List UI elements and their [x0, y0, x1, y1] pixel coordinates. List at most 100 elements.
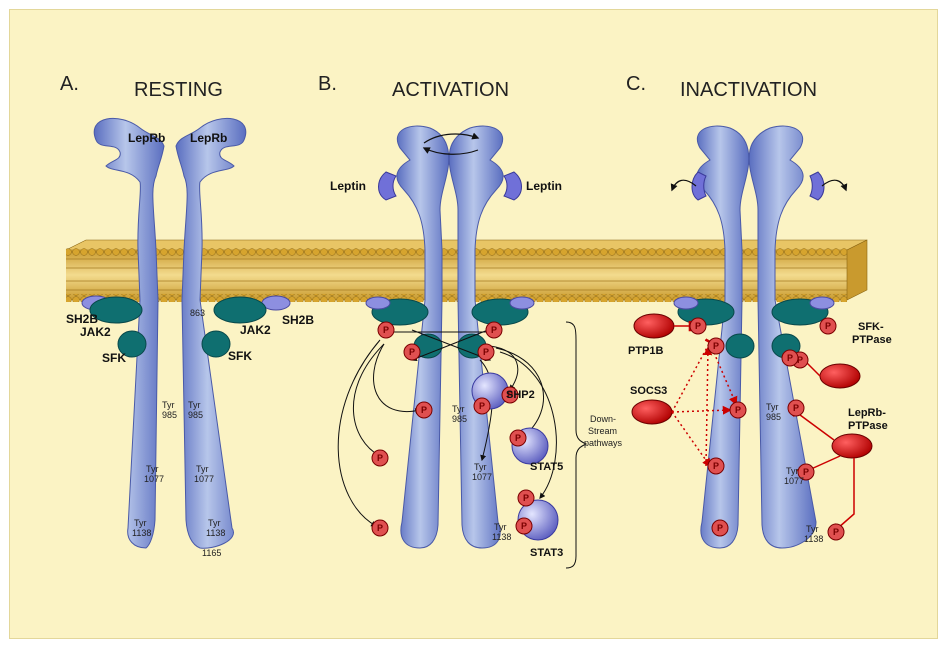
num-985-left: 985: [162, 410, 177, 420]
phosphate-label-6: P: [377, 523, 383, 533]
downstream-label-3: pathways: [584, 438, 623, 448]
leprb-ptpase-label-2: PTPase: [848, 420, 888, 432]
phosphate-5: [371, 449, 389, 467]
panel-a-receptor-left: [93, 117, 165, 549]
socs3-dotted-arrows: [671, 338, 738, 468]
phosphate-label-17: P: [797, 355, 803, 365]
ptp1b-label: PTP1B: [628, 345, 664, 357]
phosphate-4: [415, 401, 433, 419]
phosphate-11: [473, 397, 491, 415]
tyr-985-left: Tyr: [162, 400, 175, 410]
y863-label: 863: [190, 308, 205, 318]
jak2-label-right: JAK2: [240, 323, 271, 337]
leptin-right: [503, 171, 522, 201]
panel-b-letter: B.: [318, 73, 337, 95]
phosphate-13: [729, 401, 747, 419]
leptin-label-left: Leptin: [330, 179, 366, 193]
downstream-label-1: Down-: [590, 414, 616, 424]
panel-a-jak2-left: [89, 296, 143, 324]
phosphate-21: [781, 349, 799, 367]
phosphate-label-19: P: [803, 467, 809, 477]
phosphate-label-2: P: [409, 347, 415, 357]
num-1077-left: 1077: [144, 474, 164, 484]
phosphate-22: [707, 337, 725, 355]
phosphate-19: [797, 463, 815, 481]
shp2-label: SHP2: [506, 389, 535, 401]
downstream-label-2: Stream: [588, 426, 617, 436]
tyr-1138-right: Tyr: [208, 518, 221, 528]
socs3-label: SOCS3: [630, 385, 667, 397]
tyr-1077-c: Tyr: [786, 466, 799, 476]
phosphate-9: [517, 489, 535, 507]
leptin-slot-right: [809, 171, 825, 201]
inhibitor-enzymes: [631, 313, 873, 459]
tyr-1077-left: Tyr: [146, 464, 159, 474]
panel-b-title: ACTIVATION: [392, 79, 509, 101]
tyr-1077-right: Tyr: [196, 464, 209, 474]
panel-a-jak2-right: [213, 296, 267, 324]
sh2b-label-right: SH2B: [282, 313, 314, 327]
num-1138-b: 1138: [492, 532, 511, 542]
num-1077-b: 1077: [472, 472, 492, 482]
num-1077-c: 1077: [784, 476, 804, 486]
phosphate-label-18: P: [793, 403, 799, 413]
panel-a-receptor-right: [175, 117, 247, 549]
phosphate-label-10: P: [521, 521, 527, 531]
tyr-1138-b: Tyr: [494, 522, 507, 532]
phosphate-label-21: P: [787, 353, 793, 363]
panel-a-sfk-right: [201, 330, 231, 358]
tyr-1138-left: Tyr: [134, 518, 147, 528]
brace-downstream: [565, 321, 588, 569]
phosphate-label-15: P: [717, 523, 723, 533]
sh2b-label-left: SH2B: [66, 312, 98, 326]
panel-b-sh2b-left: [365, 296, 391, 310]
tyr-985-b: Tyr: [452, 404, 465, 414]
num-1165: 1165: [202, 548, 221, 558]
dissociation-arrows: [670, 179, 848, 192]
num-1077-right: 1077: [194, 474, 214, 484]
sfk-label-right: SFK: [228, 349, 252, 363]
panel-a-title: RESTING: [134, 79, 223, 101]
num-985-b: 985: [452, 414, 467, 424]
phosphate-label-11: P: [479, 401, 485, 411]
phosphate-label-12: P: [695, 321, 701, 331]
tyr-1138-c: Tyr: [806, 524, 819, 534]
num-985-c: 985: [766, 412, 781, 422]
leprb-label-left: LepRb: [128, 131, 165, 145]
phosphate-label-7: P: [507, 390, 513, 400]
phosphate-15: [711, 519, 729, 537]
phosphate-1: [485, 321, 503, 339]
leptin-left: [378, 171, 397, 201]
panel-c-receptor-right: [748, 125, 817, 549]
phosphate-label-13: P: [735, 405, 741, 415]
panel-a-letter: A.: [60, 73, 79, 95]
phosphate-label-3: P: [483, 347, 489, 357]
phosphate-label-8: P: [515, 433, 521, 443]
signal-arrows: [337, 329, 557, 527]
phosphate-18: [787, 399, 805, 417]
num-1138-right: 1138: [206, 528, 225, 538]
phosphate-20: [827, 523, 845, 541]
leprb-ptpase-label-1: LepRb-: [848, 407, 886, 419]
stat3-label: STAT3: [530, 547, 563, 559]
phosphate-label-0: P: [383, 325, 389, 335]
phosphate-label-22: P: [713, 341, 719, 351]
leptin-slot-left: [691, 171, 707, 201]
phosphate-14: [707, 457, 725, 475]
phosphate-0: [377, 321, 395, 339]
rotation-arrows: [422, 132, 480, 155]
panel-c-sfk-left: [725, 333, 755, 359]
panel-c-receptor-left: [696, 125, 750, 549]
num-1138-left: 1138: [132, 528, 151, 538]
phosphate-label-4: P: [421, 405, 427, 415]
phosphate-label-5: P: [377, 453, 383, 463]
panel-b-sh2b-right: [509, 296, 535, 310]
phosphate-label-1: P: [491, 325, 497, 335]
sfk-ptpase-label-2: PTPase: [852, 334, 892, 346]
leptin-label-right: Leptin: [526, 179, 562, 193]
sfk-ptpase-label-1: SFK-: [858, 321, 884, 333]
panel-c-title: INACTIVATION: [680, 79, 817, 101]
phosphate-16: [819, 317, 837, 335]
